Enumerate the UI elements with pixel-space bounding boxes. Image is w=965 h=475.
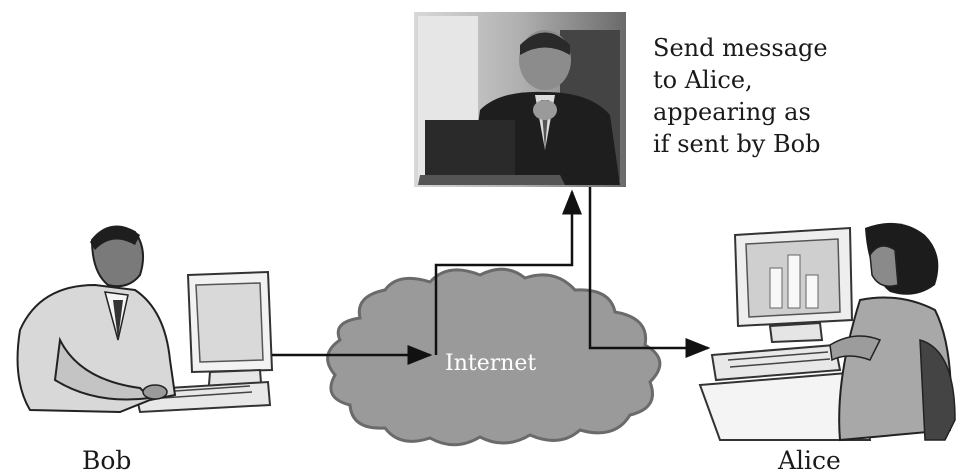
message-path: [272, 187, 711, 365]
attacker-to-alice-arrow: [588, 187, 711, 358]
attacker-note-line: if sent by Bob: [653, 130, 821, 158]
attacker-note-line: to Alice,: [653, 66, 753, 94]
internet-label: Internet: [445, 351, 537, 376]
alice-label: Alice: [778, 446, 841, 475]
attacker-photo-icon: [414, 12, 626, 187]
woman-at-computer-icon: [698, 222, 956, 442]
attacker-note-line: appearing as: [653, 98, 811, 126]
man-at-computer-icon: [16, 225, 274, 414]
internet-cloud-icon: [326, 267, 662, 447]
bob-label: Bob: [82, 446, 132, 475]
attacker-note: Send message to Alice, appearing as if s…: [653, 32, 943, 160]
attacker-note-line: Send message: [653, 34, 828, 62]
internet-to-attacker-arrow: [434, 189, 582, 355]
